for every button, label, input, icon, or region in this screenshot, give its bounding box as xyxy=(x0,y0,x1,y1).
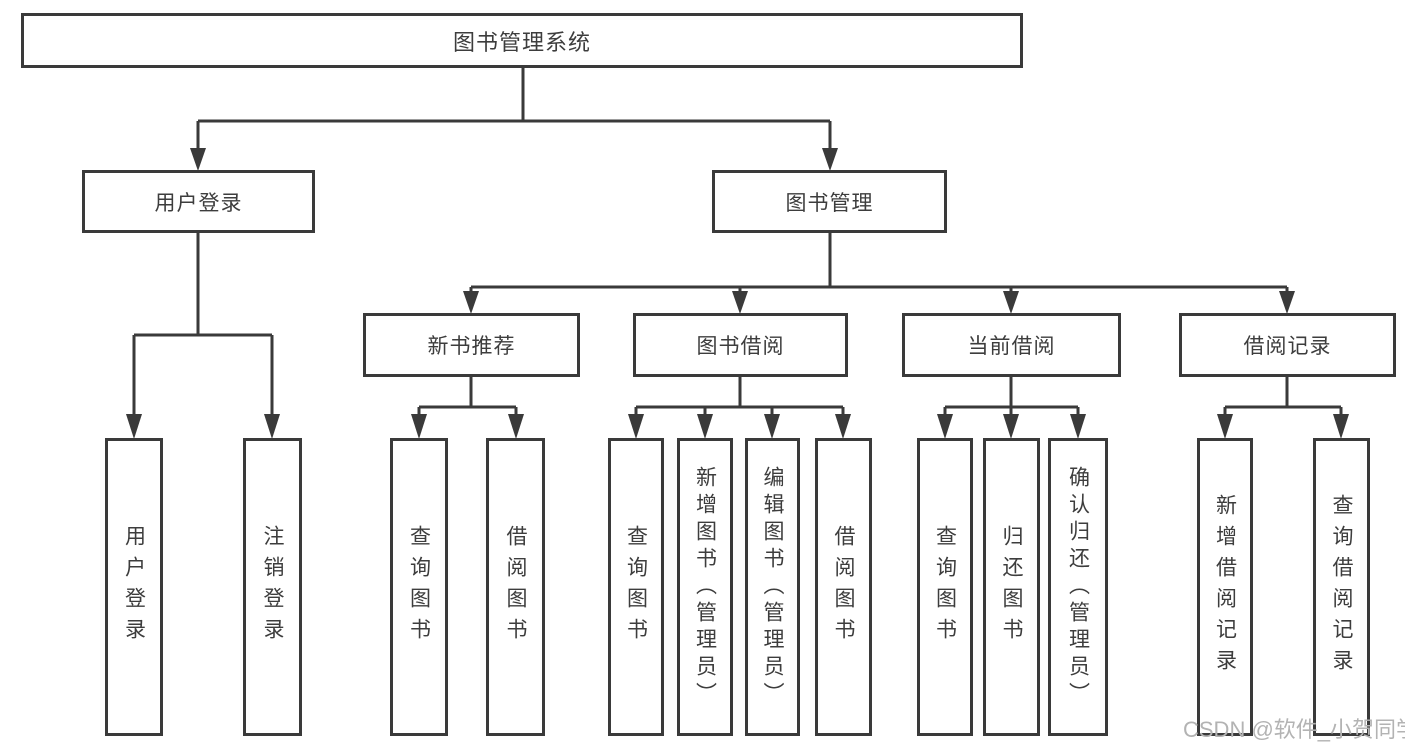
leaf-add-book-admin-label: 新增图书（管理员） xyxy=(693,465,717,709)
leaf-add-book-admin: 新增图书（管理员） xyxy=(677,438,733,736)
leaf-add-borrow-record-label: 新增借阅记录 xyxy=(1213,494,1237,680)
leaf-query-borrow-record-label: 查询借阅记录 xyxy=(1330,494,1353,680)
node-current-borrow: 当前借阅 xyxy=(902,313,1121,377)
node-library-system-label: 图书管理系统 xyxy=(452,29,591,55)
leaf-logout: 注销登录 xyxy=(243,438,302,736)
node-borrow-records-label: 借阅记录 xyxy=(1243,335,1332,358)
leaf-confirm-return-admin: 确认归还（管理员） xyxy=(1048,438,1108,736)
branch-login-to-leaves xyxy=(126,233,280,439)
node-library-system: 图书管理系统 xyxy=(21,13,1023,68)
branch-current-to-leaves xyxy=(937,377,1086,439)
branch-manage-to-level3 xyxy=(463,232,1295,314)
node-book-borrow-label: 图书借阅 xyxy=(696,335,785,358)
node-book-borrow: 图书借阅 xyxy=(633,313,848,377)
leaf-logout-label: 注销登录 xyxy=(261,525,284,649)
leaf-confirm-return-admin-label: 确认归还（管理员） xyxy=(1066,465,1090,709)
branch-root-to-level2 xyxy=(190,67,838,171)
leaf-return-books-label: 归还图书 xyxy=(1000,525,1023,649)
node-user-login-label: 用户登录 xyxy=(154,191,243,215)
branch-records-to-leaves xyxy=(1217,377,1349,439)
node-borrow-records: 借阅记录 xyxy=(1179,313,1396,377)
node-new-book-recommend-label: 新书推荐 xyxy=(427,335,516,358)
leaf-edit-book-admin-label: 编辑图书（管理员） xyxy=(761,465,784,709)
node-book-manage: 图书管理 xyxy=(712,170,947,233)
leaf-query-books-1: 查询图书 xyxy=(390,438,448,736)
leaf-query-books-3: 查询图书 xyxy=(917,438,973,736)
branch-borrow-to-leaves xyxy=(628,377,851,439)
csdn-watermark: CSDN @软件_小贺同学 xyxy=(1183,717,1405,742)
leaf-borrow-books-1: 借阅图书 xyxy=(486,438,545,736)
leaf-query-books-3-label: 查询图书 xyxy=(933,525,957,649)
leaf-borrow-books-1-label: 借阅图书 xyxy=(504,525,527,649)
leaf-add-borrow-record: 新增借阅记录 xyxy=(1197,438,1253,736)
leaf-user-login: 用户登录 xyxy=(105,438,163,736)
leaf-edit-book-admin: 编辑图书（管理员） xyxy=(745,438,800,736)
leaf-query-borrow-record: 查询借阅记录 xyxy=(1313,438,1370,736)
node-user-login: 用户登录 xyxy=(82,170,315,233)
leaf-user-login-label: 用户登录 xyxy=(122,525,146,649)
node-new-book-recommend: 新书推荐 xyxy=(363,313,580,377)
leaf-borrow-books-2-label: 借阅图书 xyxy=(832,525,855,649)
leaf-query-books-2: 查询图书 xyxy=(608,438,664,736)
leaf-query-books-2-label: 查询图书 xyxy=(624,525,648,649)
leaf-return-books: 归还图书 xyxy=(983,438,1040,736)
node-current-borrow-label: 当前借阅 xyxy=(967,335,1056,358)
leaf-query-books-1-label: 查询图书 xyxy=(407,525,431,649)
node-book-manage-label: 图书管理 xyxy=(785,191,874,215)
branch-newbook-to-leaves xyxy=(411,377,524,439)
leaf-borrow-books-2: 借阅图书 xyxy=(815,438,872,736)
